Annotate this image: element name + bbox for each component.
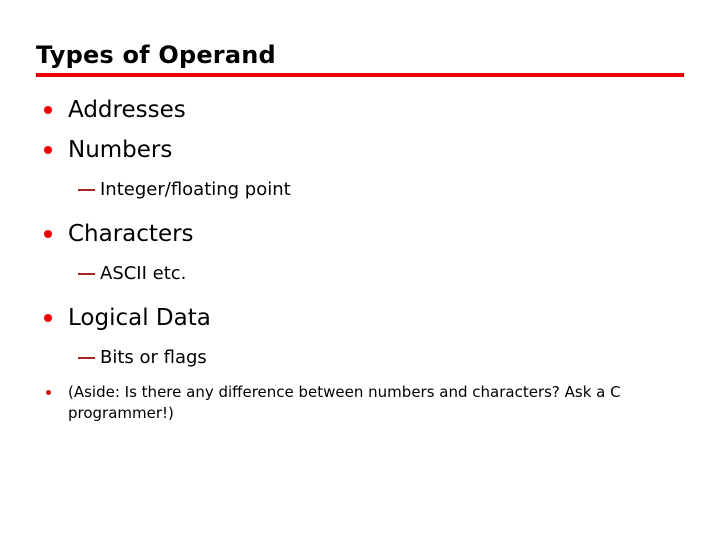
list-item: Logical Data	[36, 298, 696, 338]
list-item-label: Numbers	[68, 137, 173, 163]
aside-list-item: (Aside: Is there any difference between …	[36, 376, 696, 424]
sub-list-item-label: Integer/floating point	[100, 179, 291, 200]
bullet-dot-small-icon	[46, 390, 51, 395]
bullet-dash-icon	[78, 189, 95, 191]
list-item-label: Characters	[68, 221, 194, 247]
list-item: Numbers	[36, 130, 696, 170]
sub-list-item-label: Bits or flags	[100, 347, 207, 368]
bullet-dash-icon	[78, 273, 95, 275]
bullet-dash-icon	[78, 357, 95, 359]
aside-list-item-label: (Aside: Is there any difference between …	[68, 383, 621, 422]
bullet-dot-icon	[44, 230, 52, 238]
bullet-dot-icon	[44, 314, 52, 322]
list-item: Characters	[36, 214, 696, 254]
list-item: Addresses	[36, 90, 696, 130]
sub-list-item: Bits or flags	[36, 340, 696, 376]
list-item-label: Logical Data	[68, 305, 211, 331]
page-title: Types of Operand	[36, 41, 276, 69]
bullet-dot-icon	[44, 146, 52, 154]
sub-list-item-label: ASCII etc.	[100, 263, 187, 284]
bullet-dot-icon	[44, 106, 52, 114]
list-item-label: Addresses	[68, 97, 186, 123]
sub-list-item: Integer/floating point	[36, 172, 696, 208]
title-underline-rule	[36, 73, 684, 77]
content-bullet-list: Addresses Numbers Integer/floating point…	[36, 90, 696, 424]
sub-list-item: ASCII etc.	[36, 256, 696, 292]
